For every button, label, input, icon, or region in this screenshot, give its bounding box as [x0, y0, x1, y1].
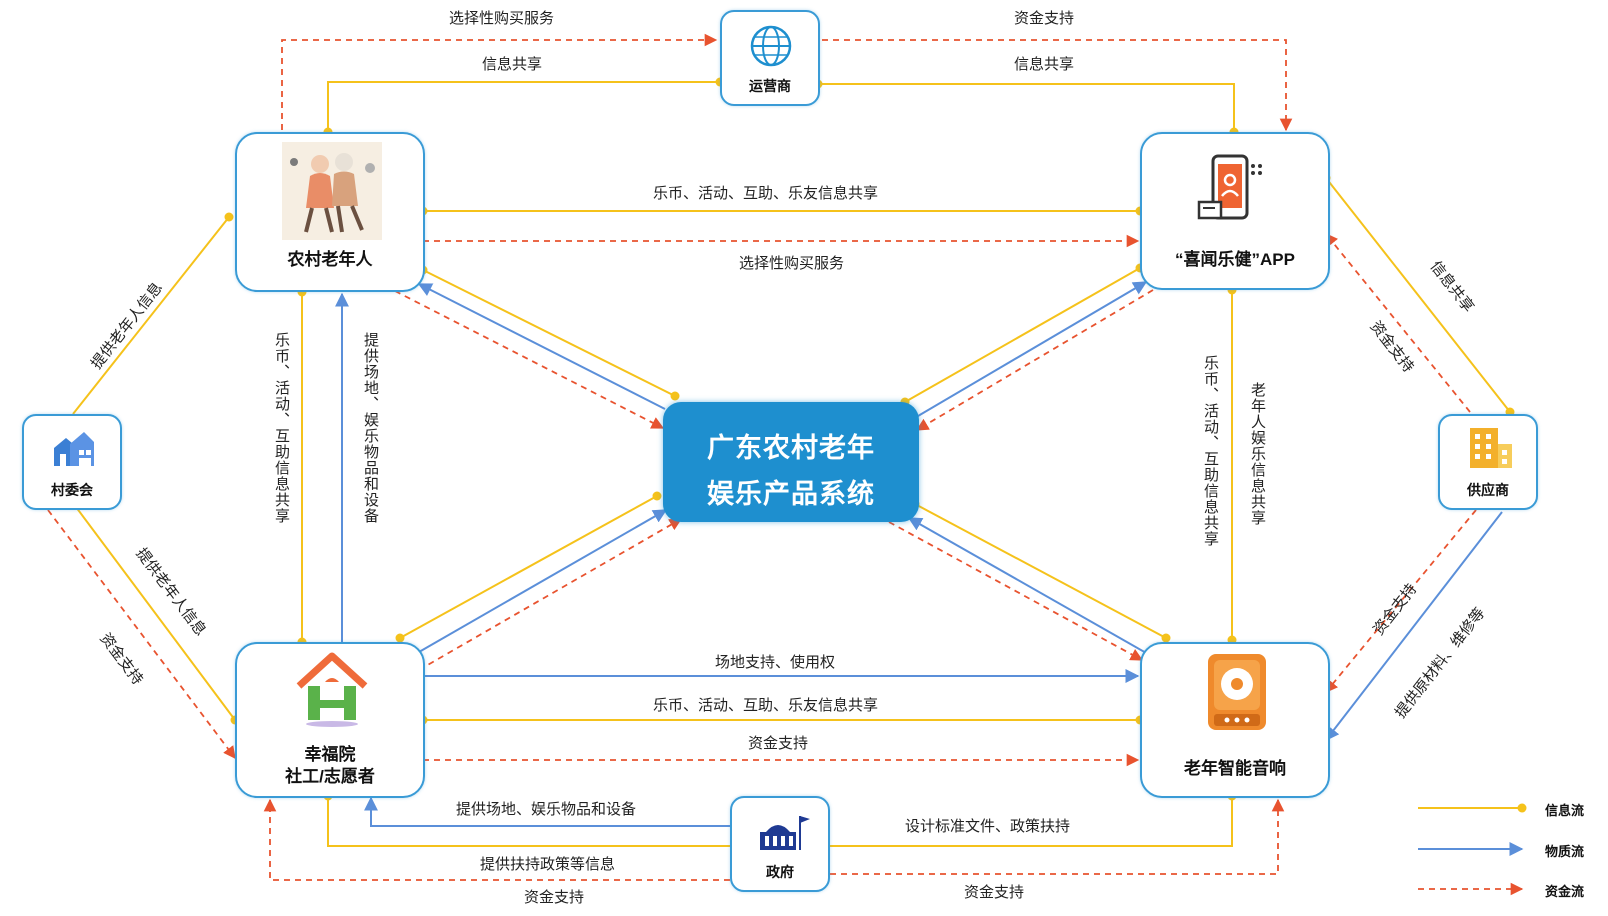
- center-elder-material-line: [417, 283, 666, 410]
- nursing-home-label-2: 社工/志愿者: [285, 767, 375, 786]
- house-icon: [54, 432, 94, 466]
- village-committee-node: 村委会: [22, 414, 122, 510]
- funding-flows: [47, 33, 1477, 881]
- supplier-speaker-material-line: [1325, 511, 1503, 742]
- nursing-home-label-1: 幸福院: [304, 745, 356, 764]
- edge-label-gov-nursing-policy: 提供扶持政策等信息: [480, 855, 616, 873]
- operator-node: 运营商: [720, 10, 820, 106]
- legend-lines: [1418, 803, 1527, 896]
- center-app-material-line: [917, 281, 1148, 417]
- village-nursing-line: [72, 502, 236, 721]
- government-building-icon: [760, 816, 810, 850]
- edge-label-nursing-speaker-funding: 资金支持: [748, 734, 809, 752]
- happy-home-icon: [296, 652, 368, 727]
- gov-speaker-info-line: [826, 796, 1233, 847]
- nursing-center-material-line: [418, 509, 668, 653]
- app-node: “喜闻乐健”APP: [1140, 132, 1330, 290]
- operator-app-info-line: [818, 83, 1235, 132]
- app-label: “喜闻乐健”APP: [1175, 250, 1295, 269]
- supplier-label: 供应商: [1467, 482, 1509, 498]
- app-center-info-line: [904, 267, 1141, 403]
- nursing-center-info-line: [399, 495, 658, 639]
- village-nursing-funding-line: [47, 509, 236, 760]
- legend-funding-flow: 资金流: [1545, 884, 1585, 899]
- gov-nursing-info-line: [327, 796, 730, 847]
- operator-app-funding-line: [822, 39, 1293, 132]
- gov-speaker-funding-line: [830, 798, 1285, 875]
- edge-label-app-speaker-info: 乐币、活动、互助信息共享: [1202, 355, 1220, 547]
- building-icon: [1470, 428, 1512, 468]
- edge-label-elder-operator-selective: 选择性购买服务: [449, 9, 555, 27]
- edge-label-gov-speaker-docs: 设计标准文件、政策扶持: [905, 817, 1071, 835]
- village-elder-line: [72, 216, 230, 415]
- edge-label-app-speaker-elderly-info: 老年人娱乐信息共享: [1249, 382, 1267, 526]
- speaker-icon: [1208, 654, 1266, 730]
- smart-speaker-node: 老年智能音响: [1140, 642, 1330, 798]
- legend-info-flow: 信息流: [1545, 803, 1585, 818]
- smart-speaker-label: 老年智能音响: [1184, 759, 1286, 778]
- supplier-node: 供应商: [1438, 414, 1538, 510]
- app-supplier-info-line: [1325, 177, 1511, 413]
- center-speaker-funding-line: [888, 521, 1144, 661]
- edge-label-nursing-speaker-venue: 场地支持、使用权: [715, 653, 836, 671]
- edge-label-elder-app-info: 乐币、活动、互助、乐友信息共享: [653, 184, 879, 202]
- elder-center-funding-line: [394, 290, 665, 429]
- edge-label-gov-nursing-funding: 资金支持: [524, 888, 585, 906]
- mobile-app-icon: [1197, 154, 1262, 220]
- center-title-line1: 广东农村老年: [707, 433, 875, 463]
- elderly-node: 农村老年人: [235, 132, 425, 292]
- government-node: 政府: [730, 796, 830, 892]
- speaker-center-info-line: [914, 503, 1167, 639]
- speaker-center-material-line: [907, 517, 1149, 655]
- edge-label-elder-operator-info: 信息共享: [482, 55, 543, 73]
- edge-label-gov-nursing-material: 提供场地、娱乐物品和设备: [456, 800, 637, 818]
- edge-label-operator-app-info: 信息共享: [1014, 55, 1075, 73]
- nursing-center-funding-line: [418, 518, 683, 671]
- elder-center-info-line: [422, 269, 676, 397]
- edge-label-elder-app-selective: 选择性购买服务: [739, 254, 845, 272]
- elderly-couple-icon: [282, 142, 382, 240]
- nursing-home-node: 幸福院 社工/志愿者: [235, 642, 425, 798]
- village-committee-label: 村委会: [51, 482, 93, 498]
- edge-label-elder-nursing-info: 乐币、活动、互助信息共享: [273, 332, 291, 524]
- edge-label-operator-app-funding: 资金支持: [1014, 9, 1075, 27]
- supplier-app-funding-line: [1325, 233, 1471, 413]
- material-flows: [335, 281, 1503, 827]
- government-label: 政府: [766, 864, 794, 880]
- edge-label-nursing-elder-material: 提供场地、娱乐物品和设备: [362, 332, 380, 524]
- elder-operator-info-line: [327, 81, 720, 132]
- operator-label: 运营商: [749, 78, 791, 94]
- elderly-label: 农村老年人: [287, 250, 373, 269]
- edge-label-nursing-speaker-info: 乐币、活动、互助、乐友信息共享: [653, 696, 879, 714]
- info-flows: [72, 81, 1511, 847]
- app-center-funding-line: [915, 289, 1154, 431]
- elder-operator-funding-line: [281, 33, 718, 130]
- globe-icon: [750, 25, 792, 67]
- gov-nursing-material-line: [364, 796, 730, 827]
- center-system-box: 广东农村老年 娱乐产品系统: [663, 402, 919, 522]
- edge-label-gov-speaker-funding: 资金支持: [964, 883, 1025, 901]
- legend-material-flow: 物质流: [1545, 844, 1585, 859]
- center-title-line2: 娱乐产品系统: [707, 479, 875, 509]
